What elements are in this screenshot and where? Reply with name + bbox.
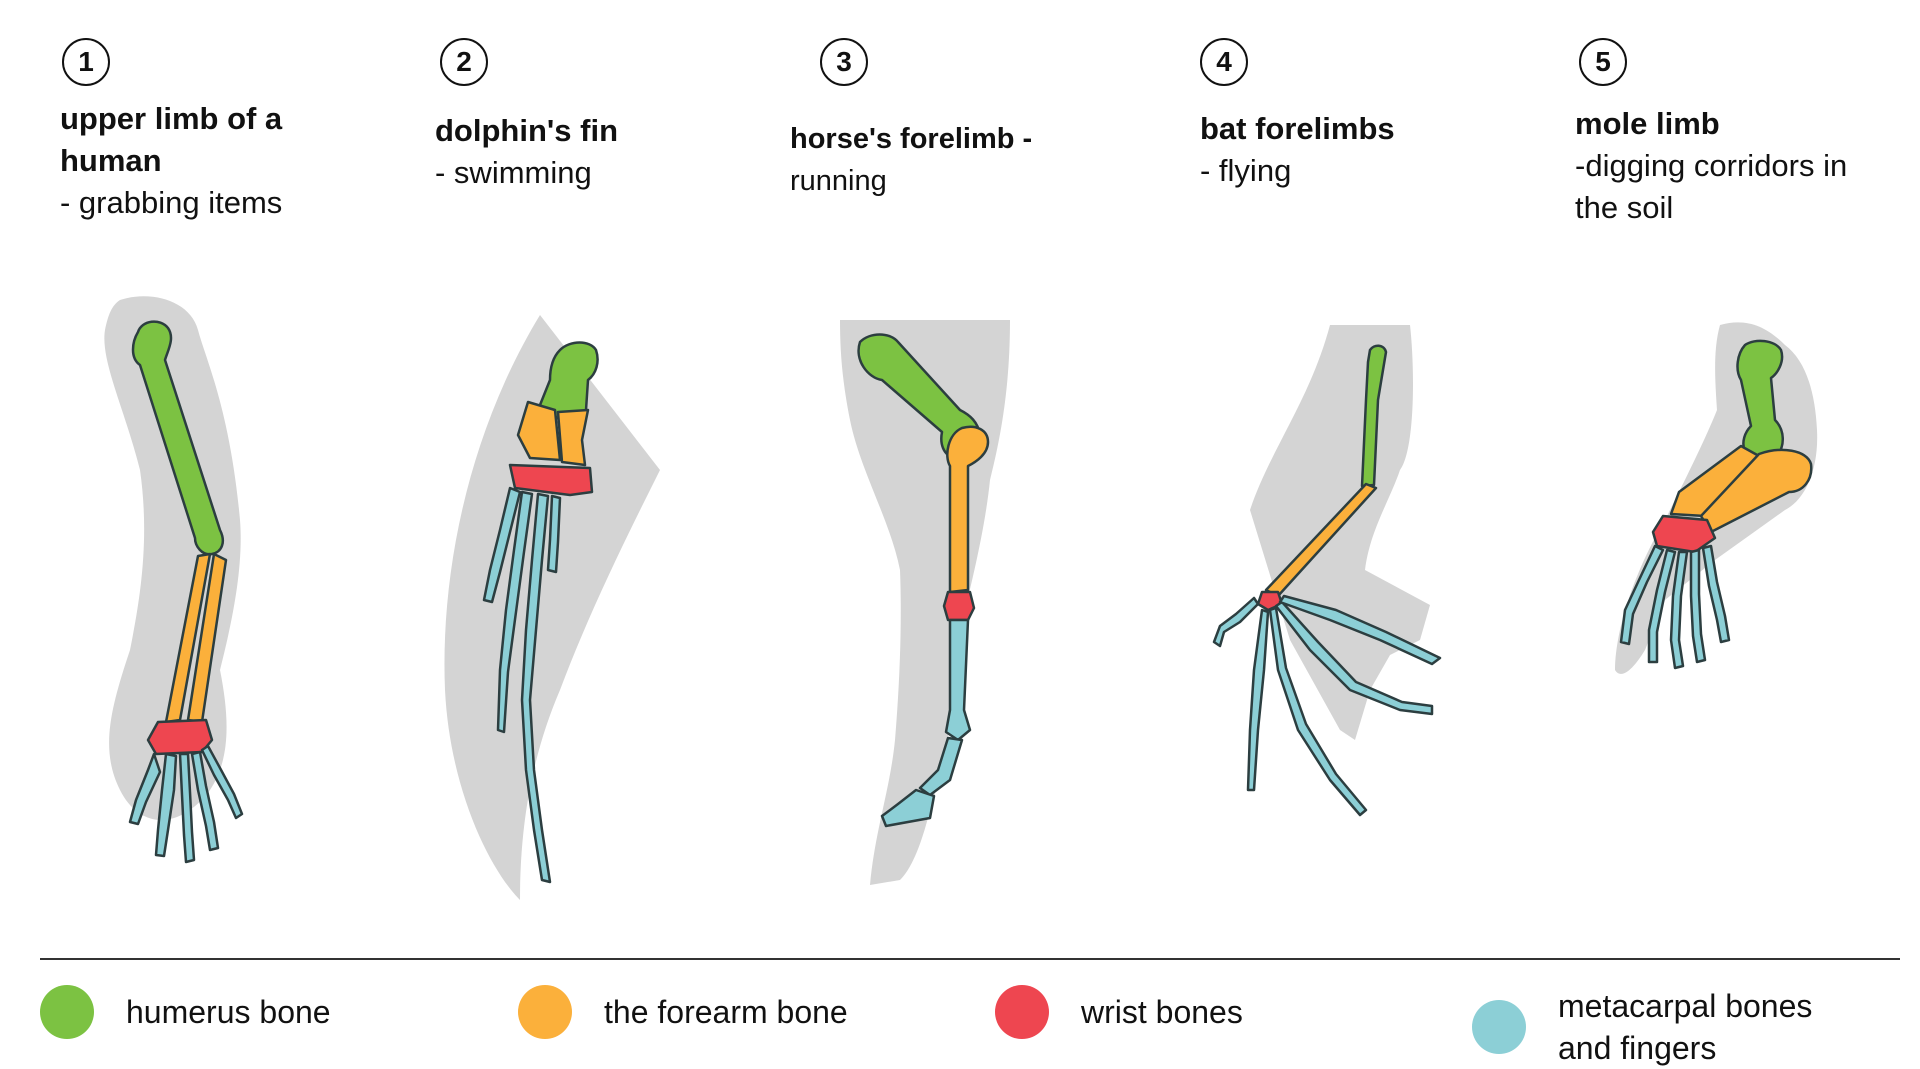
bat-digit-3 <box>1268 606 1368 817</box>
dolphin-digit-3 <box>520 492 552 884</box>
mole-finger-3 <box>1669 550 1689 670</box>
dolphin-wrist <box>508 463 594 497</box>
bat-wing-illustration <box>1212 325 1442 817</box>
panel-subtitle: running <box>790 165 887 197</box>
bat-digit-4 <box>1274 600 1434 716</box>
horse-wrist <box>942 590 976 622</box>
panel-number: 5 <box>1579 38 1627 86</box>
dolphin-fin-silhouette <box>444 315 660 900</box>
dolphin-fin-illustration <box>444 315 660 900</box>
mole-forearm-ulna <box>1669 444 1761 518</box>
human-finger-1 <box>128 752 162 826</box>
panel-subtitle: -digging corridors in the soil <box>1575 148 1848 225</box>
legend-label: metacarpal bones and fingers <box>1558 988 1813 1066</box>
panel-human: 1 upper limb of a human - grabbing items <box>30 0 414 950</box>
panel-caption: mole limb -digging corridors in the soil <box>1575 103 1875 229</box>
legend-swatch-blue <box>1472 1000 1526 1054</box>
panel-caption: dolphin's fin - swimming <box>435 110 735 194</box>
horse-cannon-bone <box>944 618 972 742</box>
panel-caption: horse's forelimb - running <box>790 118 1100 202</box>
bat-digit-2 <box>1246 608 1270 792</box>
mole-finger-1 <box>1619 544 1665 646</box>
panel-caption: upper limb of a human - grabbing items <box>60 98 360 224</box>
dolphin-digit-1 <box>482 486 522 604</box>
panel-dolphin: 2 dolphin's fin - swimming <box>410 0 794 950</box>
legend-label: humerus bone <box>126 994 331 1030</box>
dolphin-forearm-ulna <box>556 408 590 467</box>
panel-title: bat forelimbs <box>1200 111 1395 146</box>
legend-item-forearm: the forearm bone <box>518 985 848 1039</box>
legend-item-wrist: wrist bones <box>995 985 1243 1039</box>
legend-label: the forearm bone <box>604 994 848 1030</box>
bat-humerus <box>1360 344 1388 488</box>
dolphin-forearm-radius <box>516 400 562 462</box>
panel-number: 3 <box>820 38 868 86</box>
bat-digit-5 <box>1278 594 1442 666</box>
human-finger-5 <box>200 744 244 820</box>
human-humerus <box>131 320 224 556</box>
dolphin-digit-2 <box>496 490 534 734</box>
legend-item-metacarpals: metacarpal bones and fingers <box>1472 985 1858 1069</box>
mole-finger-2 <box>1647 548 1677 664</box>
dolphin-humerus <box>538 341 599 422</box>
bat-thumb <box>1212 596 1260 648</box>
mole-finger-5 <box>1701 544 1731 644</box>
dolphin-digit-4 <box>546 494 562 574</box>
panel-number: 1 <box>62 38 110 86</box>
panel-subtitle: - swimming <box>435 155 592 190</box>
mole-limb-illustration <box>1615 322 1818 674</box>
horse-forearm <box>946 425 990 594</box>
panel-title: mole limb <box>1575 106 1720 141</box>
legend-divider <box>40 958 1900 960</box>
horse-hoof <box>880 788 936 828</box>
legend-swatch-orange <box>518 985 572 1039</box>
legend-swatch-red <box>995 985 1049 1039</box>
panel-title: dolphin's fin <box>435 113 619 148</box>
panel-subtitle: - grabbing items <box>60 185 283 220</box>
legend-swatch-green <box>40 985 94 1039</box>
panel-title: horse's forelimb - <box>790 123 1033 155</box>
human-finger-4 <box>190 750 220 852</box>
horse-limb-illustration <box>840 320 1010 885</box>
panel-subtitle: - flying <box>1200 153 1292 188</box>
panel-number: 4 <box>1200 38 1248 86</box>
panel-horse: 3 horse's forelimb - running <box>790 0 1174 950</box>
panel-caption: bat forelimbs - flying <box>1200 108 1520 192</box>
panel-mole: 5 mole limb -digging corridors in the so… <box>1545 0 1920 950</box>
legend-label: wrist bones <box>1081 994 1243 1030</box>
panel-bat: 4 bat forelimbs - flying <box>1170 0 1554 950</box>
panel-title: upper limb of a human <box>60 101 283 178</box>
human-finger-2 <box>154 752 178 858</box>
human-finger-3 <box>178 752 196 864</box>
mole-finger-4 <box>1689 548 1707 664</box>
panel-number: 2 <box>440 38 488 86</box>
human-arm-illustration <box>104 296 244 864</box>
mole-forearm-radius <box>1699 448 1813 534</box>
legend-item-humerus: humerus bone <box>40 985 331 1039</box>
